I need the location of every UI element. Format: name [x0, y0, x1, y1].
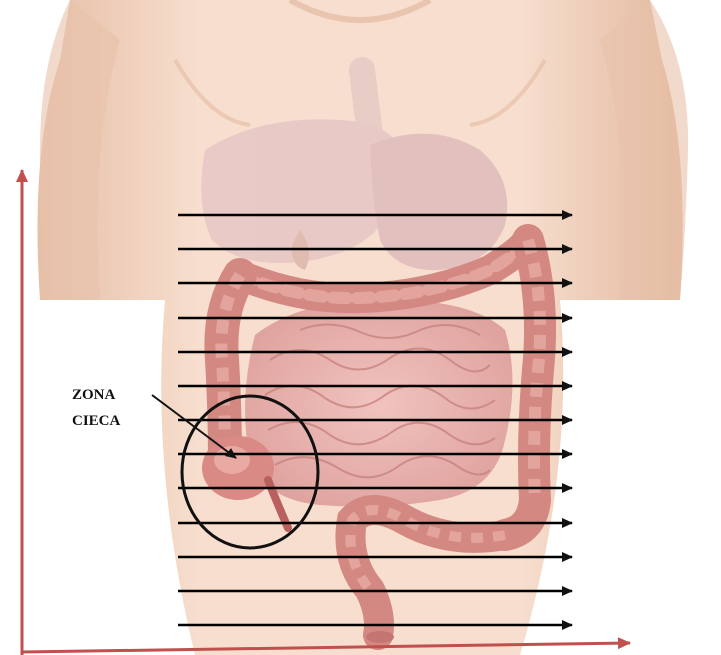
rectum-end — [366, 631, 394, 643]
label-line-1: ZONA — [72, 387, 116, 403]
label-line-2: CIECA — [72, 413, 121, 429]
